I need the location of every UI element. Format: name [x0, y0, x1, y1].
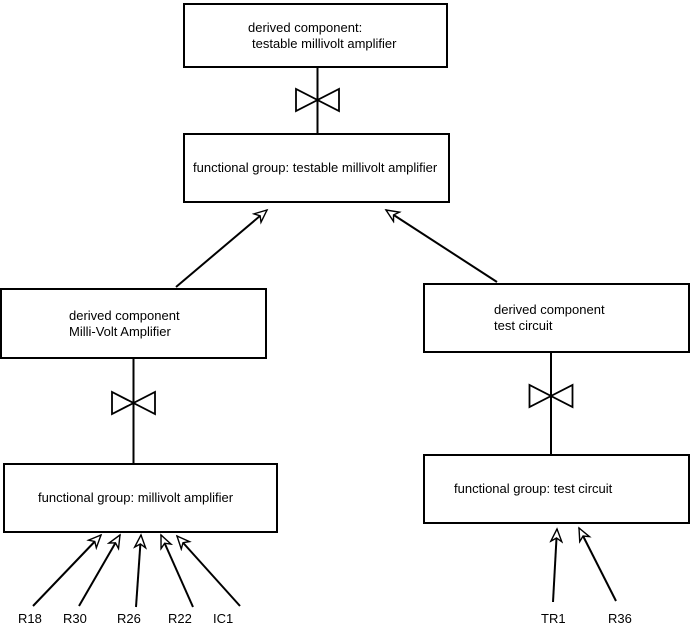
bowtie-icon-right — [528, 383, 574, 409]
component-label-r26: R26 — [117, 611, 141, 626]
component-label-r30: R30 — [63, 611, 87, 626]
node-derived-component-milli-volt-amplifier: derived component Milli-Volt Amplifier — [0, 288, 267, 359]
arrow-r30 — [78, 535, 120, 607]
node-derived-component-test-circuit: derived component test circuit — [423, 283, 690, 353]
node-label-line: functional group: test circuit — [454, 481, 613, 496]
node-label-line: testable millivolt amplifier — [252, 35, 397, 51]
node-label-line: functional group: millivolt amplifier — [38, 490, 234, 505]
component-label-tr1: TR1 — [541, 611, 566, 626]
node-label-line: Milli-Volt Amplifier — [69, 323, 171, 339]
component-label-ic1: IC1 — [213, 611, 234, 626]
node-label-line: derived component — [494, 302, 605, 317]
node-label-line: derived component: — [248, 19, 363, 35]
component-label-r22: R22 — [168, 611, 192, 626]
node-functional-group-test-circuit: functional group: test circuit — [423, 454, 690, 524]
bowtie-icon-left — [111, 390, 156, 416]
node-label-line: derived component — [69, 307, 180, 323]
node-functional-group-testable-millivolt-amplifier: functional group: testable millivolt amp… — [183, 133, 450, 203]
arrow-test-circuit-to-testable — [386, 210, 498, 283]
bowtie-icon-top — [295, 87, 340, 113]
node-functional-group-millivolt-amplifier: functional group: millivolt amplifier — [3, 463, 278, 533]
node-derived-component-testable-millivolt-amplifier: derived component: testable millivolt am… — [183, 3, 448, 68]
node-label-line: functional group: testable millivolt amp… — [193, 160, 438, 175]
component-label-r18: R18 — [18, 611, 42, 626]
arrow-tr1 — [553, 529, 557, 603]
arrow-r22 — [160, 535, 194, 608]
arrow-r36 — [578, 528, 617, 602]
arrow-r18 — [32, 535, 101, 607]
node-label-line: test circuit — [494, 318, 553, 333]
arrow-ic1 — [177, 536, 241, 607]
component-label-r36: R36 — [608, 611, 632, 626]
arrow-r26 — [136, 535, 141, 608]
arrow-millivolt-amplifier-to-testable — [175, 210, 267, 288]
